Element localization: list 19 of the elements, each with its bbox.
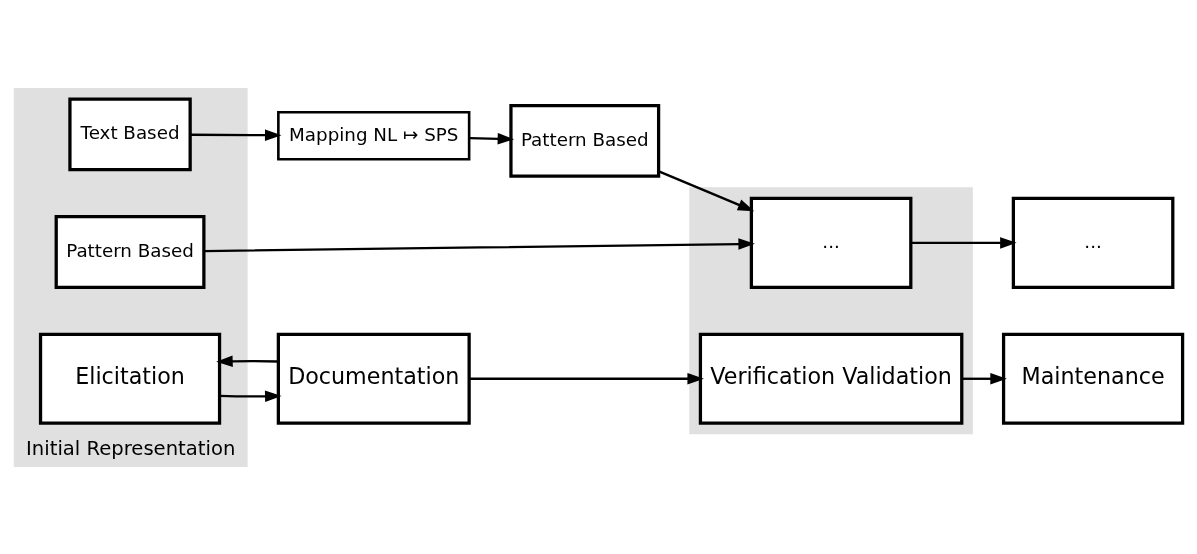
node-box: Documentation (276, 332, 471, 425)
arrow (469, 372, 704, 385)
node-box: Maintenance (1001, 332, 1185, 425)
arrow (962, 372, 1007, 385)
node-box: Pattern Based (54, 214, 206, 289)
arrow (469, 132, 515, 145)
node-box: ... (749, 196, 913, 289)
node-box: Pattern Based (509, 103, 661, 178)
arrow (219, 390, 282, 402)
node-box: Text Based (68, 97, 192, 171)
arrow (204, 237, 755, 252)
node-box: Elicitation (38, 332, 222, 425)
arrow (190, 128, 282, 141)
arrow (910, 236, 1017, 249)
node-box: ... (1011, 196, 1175, 289)
arrow (216, 355, 278, 367)
arrow (658, 169, 755, 211)
node-box: Mapping NL ↦ SPS (277, 110, 471, 161)
node-box: Verification Validation (698, 332, 964, 425)
